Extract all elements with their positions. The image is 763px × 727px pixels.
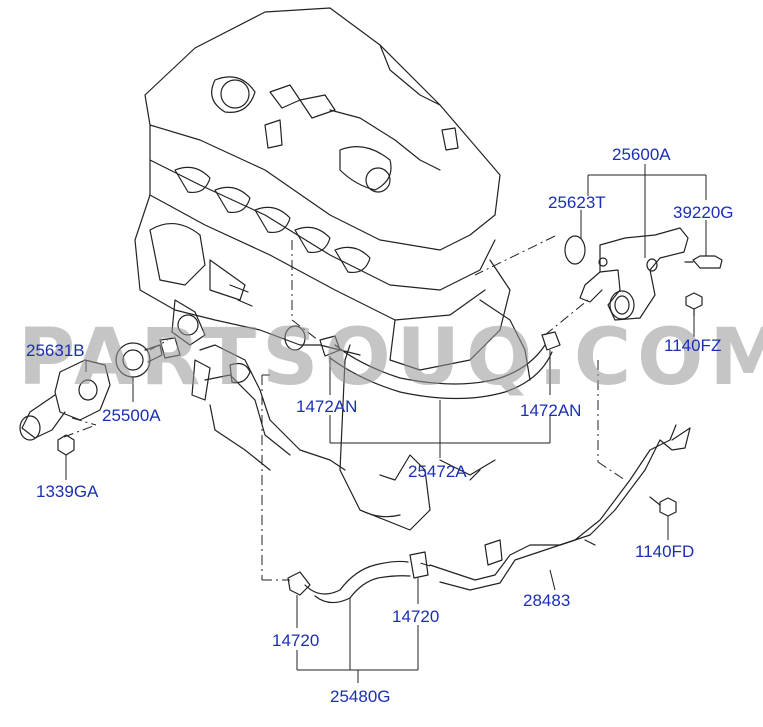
clamp-14720-left bbox=[287, 571, 311, 596]
clamp-14720-right bbox=[409, 551, 429, 579]
part-label-1339ga[interactable]: 1339GA bbox=[36, 482, 99, 501]
part-label-25600a[interactable]: 25600A bbox=[612, 145, 671, 164]
part-label-1472an-left[interactable]: 1472AN bbox=[296, 397, 358, 416]
part-label-1472an-right[interactable]: 1472AN bbox=[520, 401, 582, 420]
part-label-28483[interactable]: 28483 bbox=[523, 591, 571, 610]
part-label-25472a[interactable]: 25472A bbox=[408, 462, 467, 481]
bolt-1140fz bbox=[685, 292, 703, 317]
bolt-1140fd bbox=[649, 496, 677, 517]
part-label-25480g[interactable]: 25480G bbox=[330, 687, 391, 706]
temperature-sensor bbox=[684, 255, 723, 269]
part-label-1140fz[interactable]: 1140FZ bbox=[664, 336, 722, 355]
water-outlet-housing bbox=[579, 227, 689, 321]
part-label-25631b[interactable]: 25631B bbox=[26, 341, 85, 360]
part-label-1140fd[interactable]: 1140FD bbox=[635, 542, 695, 561]
alignment-lines bbox=[63, 235, 626, 581]
thermostat-cover bbox=[19, 359, 111, 441]
part-label-14720-left[interactable]: 14720 bbox=[272, 631, 320, 650]
clamp-1472an-right bbox=[541, 331, 561, 351]
hose-25480g bbox=[304, 560, 411, 604]
gasket-ring bbox=[564, 235, 586, 265]
clamp-1472an-left bbox=[319, 335, 341, 357]
pipe-28483 bbox=[429, 424, 691, 591]
part-label-25500a[interactable]: 25500A bbox=[102, 406, 161, 425]
engine-block bbox=[134, 7, 531, 531]
part-label-25623t[interactable]: 25623T bbox=[548, 193, 606, 212]
part-label-39220g[interactable]: 39220G bbox=[673, 203, 734, 222]
thermostat bbox=[115, 342, 163, 378]
nut-1339ga bbox=[57, 434, 75, 456]
hose-25472a bbox=[329, 344, 553, 481]
leader-lines bbox=[65, 164, 707, 683]
part-label-14720-right[interactable]: 14720 bbox=[392, 607, 440, 626]
